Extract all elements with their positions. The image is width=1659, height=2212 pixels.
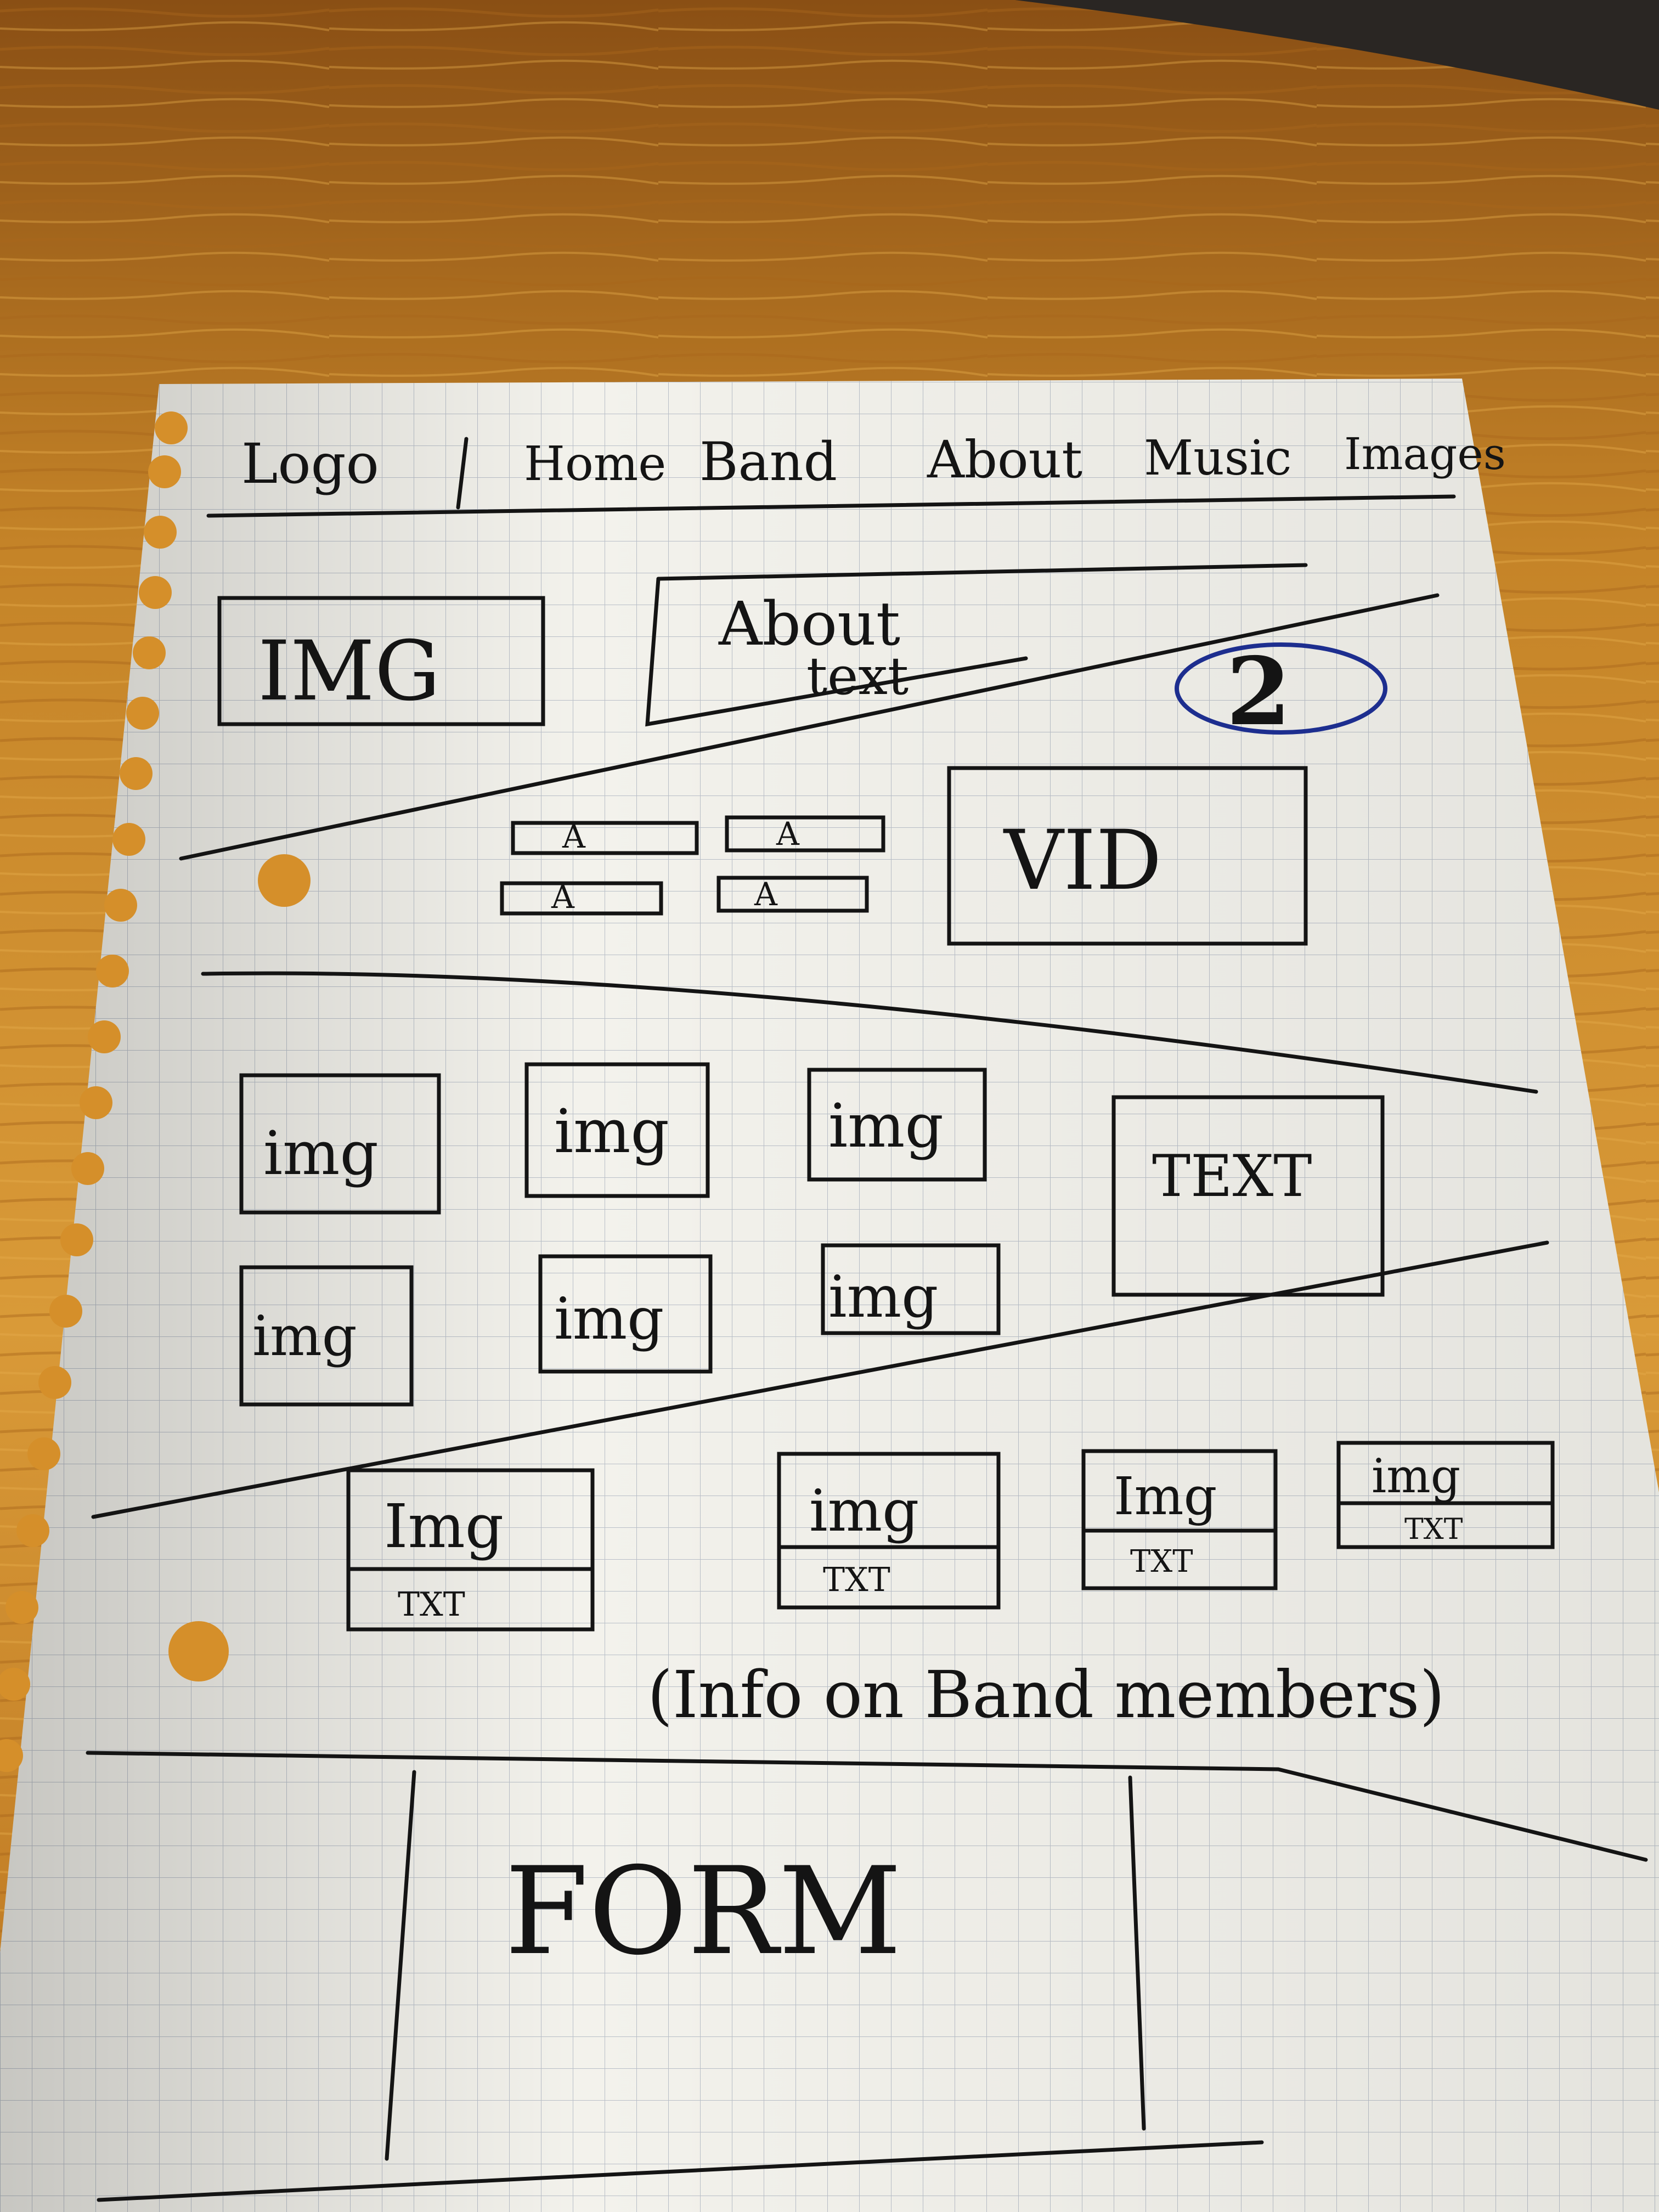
nav-item-home: Home [524, 437, 666, 492]
member-card-1-txt: TXT [398, 1585, 465, 1624]
form-label: FORM [505, 1841, 902, 1982]
gallery-img-2: img [554, 1096, 669, 1166]
sketch-gallery: img img img img img img TEXT [91, 1062, 1549, 1519]
section-number: 2 [1226, 637, 1291, 747]
hero-img-label: IMG [258, 624, 441, 719]
gallery-img-3: img [828, 1091, 944, 1161]
spiral-holes [0, 411, 311, 1772]
sketch-form: FORM [86, 1751, 1648, 2202]
video-label: VID [1003, 813, 1162, 909]
nav-logo: Logo [241, 432, 379, 496]
nav-item-about: About [927, 430, 1082, 490]
sketch-navbar: Logo Home Band About Music Images [206, 428, 1506, 518]
member-card-1-img: Img [384, 1491, 504, 1561]
paper-shadow [0, 379, 1659, 2212]
section-number-badge: 2 [1175, 637, 1387, 747]
nav-item-images: Images [1344, 428, 1506, 479]
gallery-img-5: img [554, 1285, 664, 1352]
sketch-media: A A A A VID [201, 766, 1538, 1094]
laptop-edge [1015, 0, 1659, 110]
gallery-img-6: img [828, 1263, 938, 1330]
hero-about-text: text [806, 646, 909, 707]
sketch-hero: IMG About text [179, 563, 1440, 861]
member-card-2-img: img [809, 1477, 919, 1544]
media-button-3: A [551, 878, 575, 916]
member-card-3-img: Img [1114, 1466, 1217, 1527]
members-note: (Info on Band members) [647, 1657, 1445, 1733]
member-card-3-txt: TXT [1130, 1544, 1193, 1579]
nav-item-music: Music [1144, 430, 1291, 486]
sketch-members: Img TXT img TXT Img TXT img TXT (Info on… [346, 1441, 1555, 1733]
media-button-4: A [754, 876, 778, 913]
media-button-1: A [562, 818, 586, 855]
gallery-img-1: img [263, 1118, 379, 1188]
gallery-text-label: TEXT [1152, 1143, 1312, 1210]
member-card-4-img: img [1372, 1449, 1460, 1504]
hero-about-title: About [718, 589, 900, 659]
media-button-2: A [776, 815, 800, 853]
member-card-2-txt: TXT [823, 1561, 890, 1599]
member-card-4-txt: TXT [1404, 1513, 1463, 1546]
gallery-img-4: img [252, 1304, 357, 1368]
nav-item-band: Band [699, 431, 837, 493]
